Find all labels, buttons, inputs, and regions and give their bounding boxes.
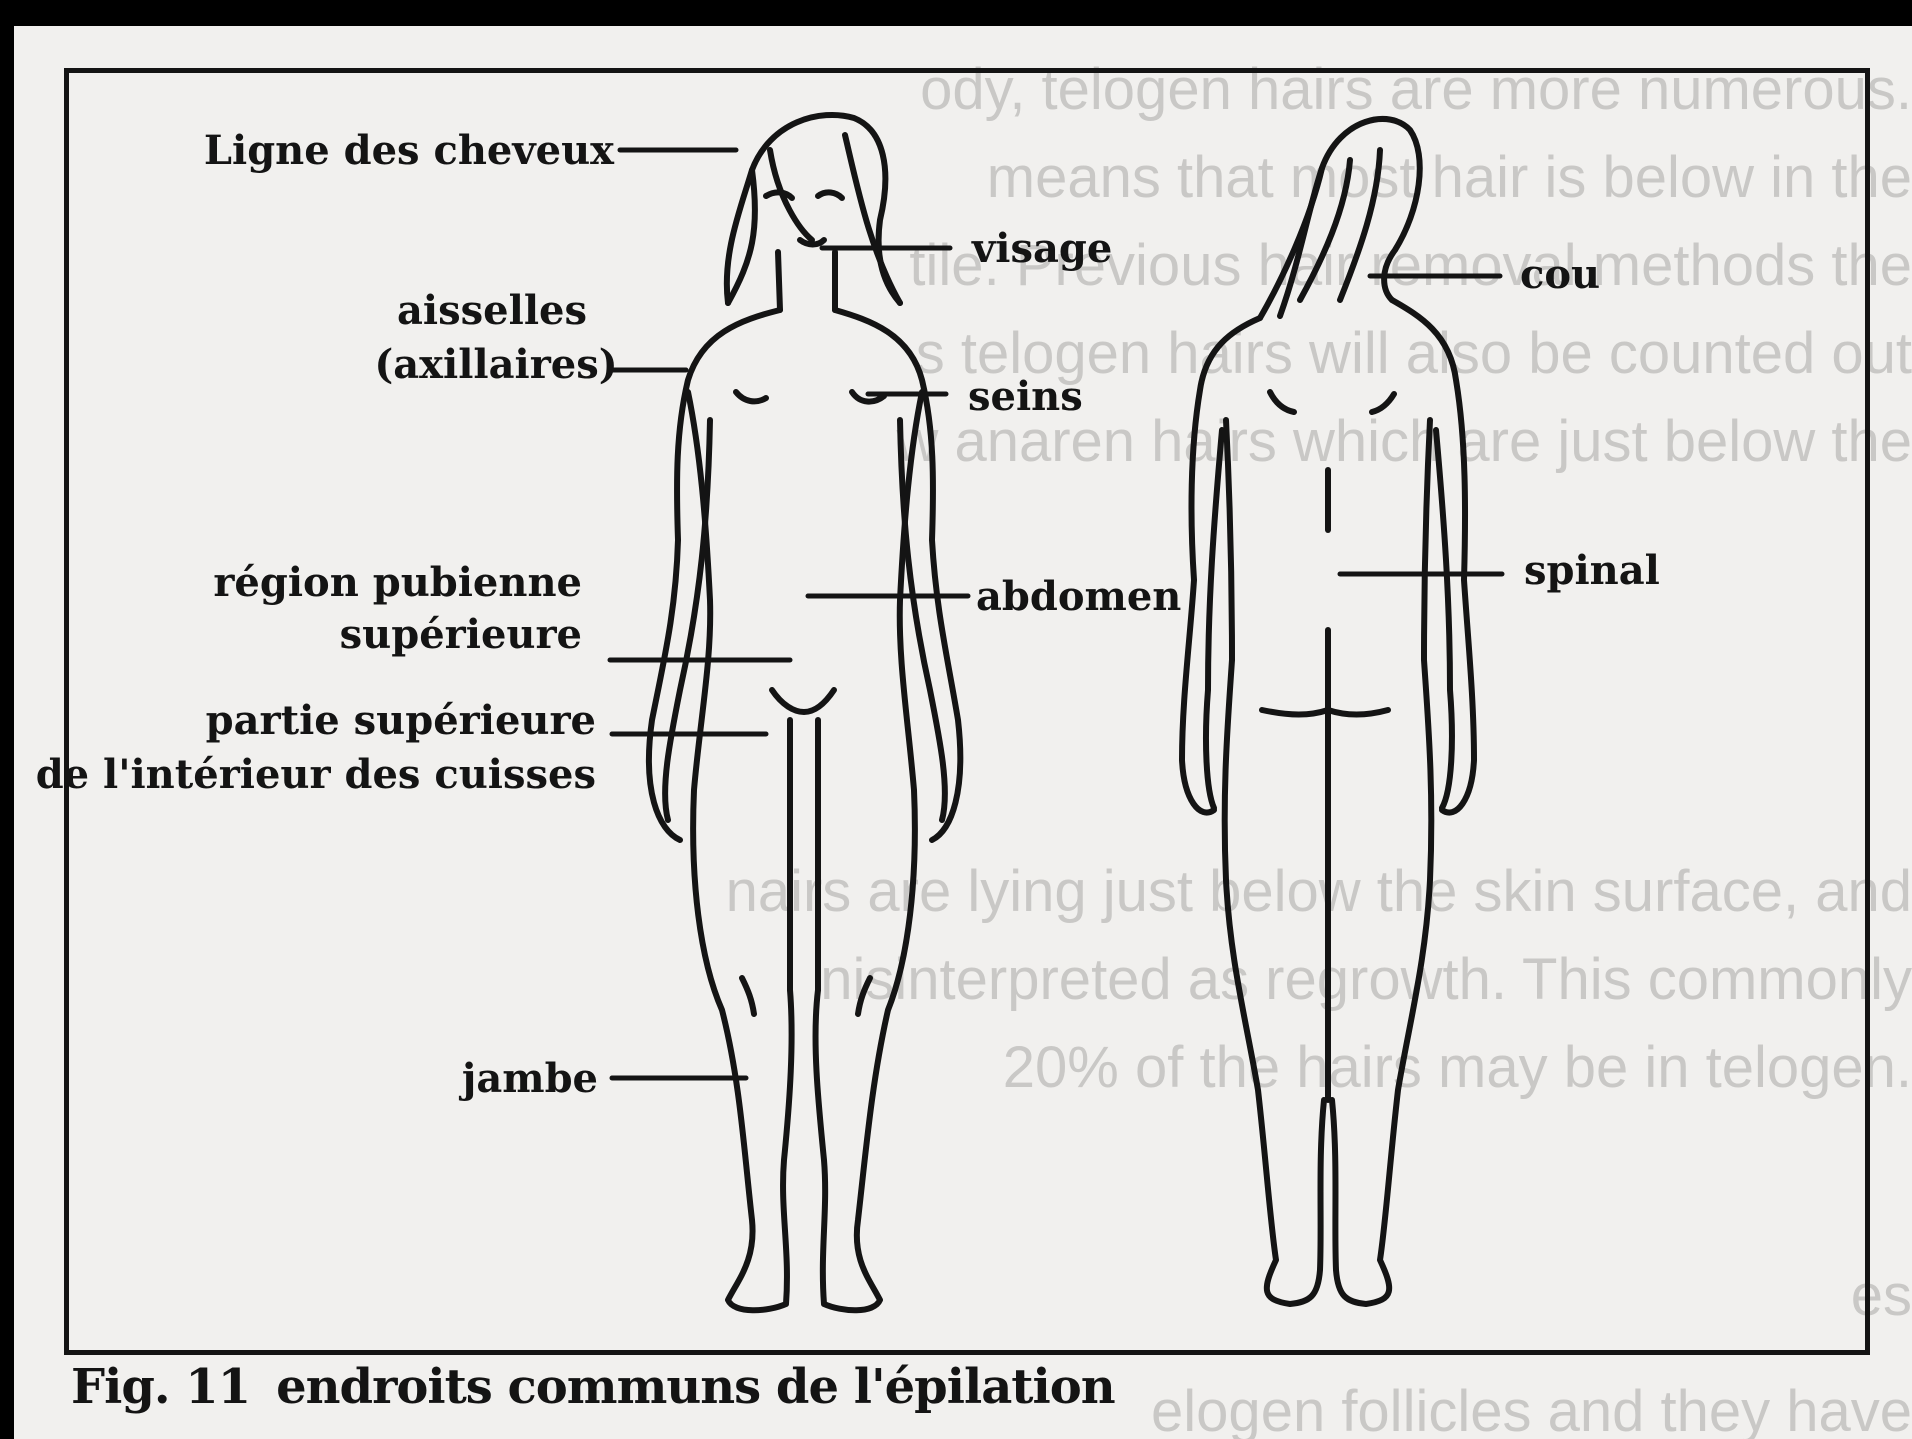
label-thigh-line1: partie supérieure xyxy=(206,697,596,744)
label-leg: jambe xyxy=(459,1055,598,1102)
label-face: visage xyxy=(971,225,1112,272)
label-thigh-line2: de l'intérieur des cuisses xyxy=(36,751,596,798)
label-abdomen: abdomen xyxy=(976,573,1181,620)
label-pubic-line2: supérieure xyxy=(340,611,582,658)
label-armpits-line2: (axillaires) xyxy=(374,341,617,388)
label-armpits-line1: aisselles xyxy=(397,287,587,334)
label-breasts: seins xyxy=(968,373,1083,420)
label-hairline: Ligne des cheveux xyxy=(204,127,615,174)
back-figure-outline xyxy=(1182,119,1474,1304)
front-figure-outline xyxy=(649,115,960,1310)
label-pubic-line1: région pubienne xyxy=(213,559,582,606)
label-spinal: spinal xyxy=(1524,547,1660,594)
label-neck: cou xyxy=(1520,251,1600,298)
